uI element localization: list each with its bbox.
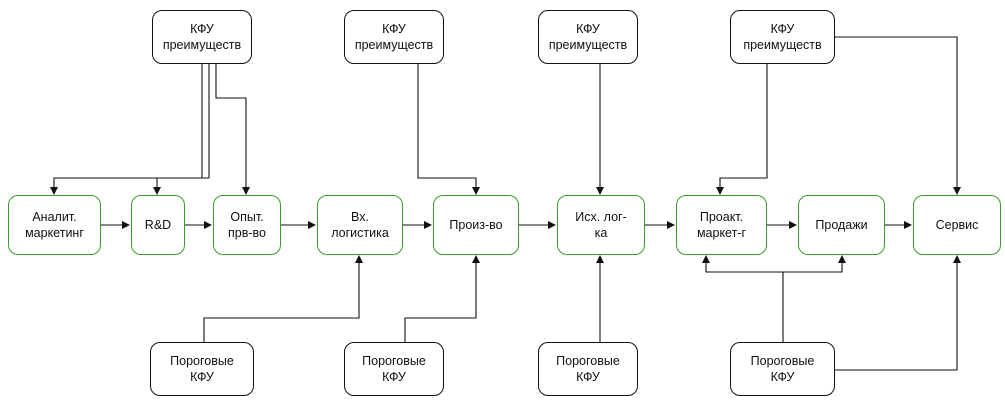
- chain-node-label: Продажи: [815, 218, 868, 232]
- arrow-thr1-to-vh: [203, 255, 363, 342]
- threshold-kfu-node-3-label: Пороговые КФУ: [556, 354, 620, 384]
- arrow-thr4-to-servis: [835, 255, 961, 371]
- kfu-advantage-node-3: КФУ преимуществ: [538, 10, 638, 64]
- arrow-thr4-to-prodazhi: [783, 255, 846, 273]
- kfu-advantage-node-1: КФУ преимуществ: [152, 10, 252, 64]
- threshold-kfu-node-3: Пороговые КФУ: [538, 342, 638, 396]
- threshold-kfu-node-2: Пороговые КФУ: [344, 342, 444, 396]
- chain-node-rd: R&D: [131, 195, 185, 255]
- chain-node-analytic-marketing: Аналит. маркетинг: [8, 195, 101, 255]
- threshold-kfu-node-4-label: Пороговые КФУ: [750, 354, 815, 384]
- chain-node-label: R&D: [144, 218, 172, 232]
- chain-node-outbound-logistics: Исх. лог- ка: [557, 195, 645, 255]
- kfu-advantage-node-3-label: КФУ преимуществ: [548, 22, 628, 52]
- chain-node-pilot-production: Опыт. прв-во: [213, 195, 281, 255]
- arrow-kfu4-to-proakt: [716, 64, 768, 195]
- arrow-kfu1-to-opyt: [215, 64, 250, 195]
- chain-node-label: Проакт. маркет-г: [696, 210, 747, 240]
- arrow-kfu4-to-servis: [835, 36, 961, 195]
- chain-node-label: Произ-во: [449, 218, 503, 232]
- arrow-kfu1-to-analit: [50, 64, 203, 195]
- kfu-advantage-node-2: КФУ преимуществ: [344, 10, 444, 64]
- chain-node-label: Аналит. маркетинг: [25, 210, 84, 240]
- chain-node-label: Сервис: [935, 218, 979, 232]
- chain-node-label: Вх. логистика: [331, 210, 389, 240]
- threshold-kfu-node-1: Пороговые КФУ: [150, 342, 254, 396]
- kfu-advantage-node-2-label: КФУ преимуществ: [354, 22, 434, 52]
- chain-node-sales: Продажи: [798, 195, 885, 255]
- chain-node-inbound-logistics: Вх. логистика: [317, 195, 403, 255]
- chain-node-service: Сервис: [913, 195, 1001, 255]
- kfu-advantage-node-4-label: КФУ преимуществ: [743, 22, 822, 52]
- threshold-kfu-node-4: Пороговые КФУ: [730, 342, 835, 396]
- arrow-thr4-to-proakt: [702, 255, 784, 342]
- threshold-kfu-node-1-label: Пороговые КФУ: [170, 354, 234, 384]
- chain-node-proactive-marketing: Проакт. маркет-г: [676, 195, 767, 255]
- arrow-kfu2-to-proizvo: [417, 64, 480, 195]
- kfu-advantage-node-4: КФУ преимуществ: [730, 10, 835, 64]
- chain-node-label: Исх. лог- ка: [575, 210, 627, 240]
- arrow-kfu1-to-rd: [153, 64, 210, 195]
- arrow-thr2-to-proizvo: [404, 255, 480, 342]
- threshold-kfu-node-2-label: Пороговые КФУ: [362, 354, 426, 384]
- chain-node-production: Произ-во: [433, 195, 519, 255]
- chain-node-label: Опыт. прв-во: [228, 210, 266, 240]
- kfu-advantage-node-1-label: КФУ преимуществ: [162, 22, 242, 52]
